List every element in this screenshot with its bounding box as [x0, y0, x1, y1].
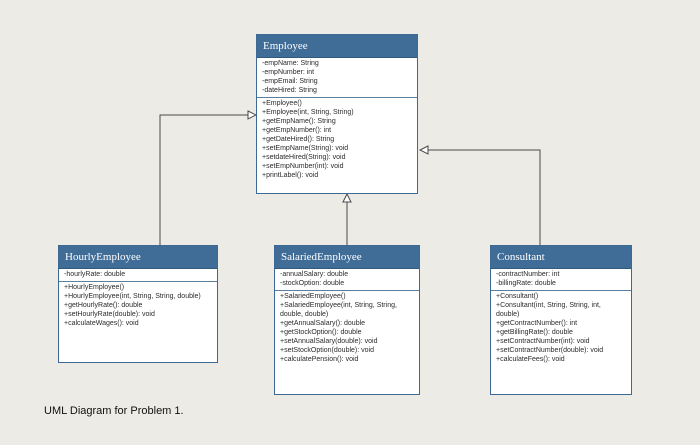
hourly-employee-field: -hourlyRate: double: [64, 271, 126, 278]
employee-method: +Employee(int, String, String): [262, 109, 354, 116]
hourly-inherits-employee-line: [159, 114, 248, 245]
employee-method: +getDateHired(): String: [262, 136, 335, 143]
hourly-employee-class-box: HourlyEmployee -hourlyRate: double +Hour…: [58, 245, 218, 363]
consultant-field: -contractNumber: int: [496, 271, 560, 278]
hourly-employee-class-name: HourlyEmployee: [59, 246, 217, 269]
consultant-inheritance-arrowhead: [418, 145, 429, 155]
consultant-field: -billingRate: double: [496, 280, 556, 287]
consultant-class-name: Consultant: [491, 246, 631, 269]
salaried-inheritance-arrowhead: [342, 192, 352, 203]
hourly-employee-method: +getHourlyRate(): double: [64, 302, 143, 309]
hourly-employee-method: +HourlyEmployee(int, String, String, dou…: [64, 293, 201, 300]
salaried-employee-field: -annualSalary: double: [280, 271, 349, 278]
salaried-employee-class-name: SalariedEmployee: [275, 246, 419, 269]
employee-method: +getEmpName(): String: [262, 118, 336, 125]
consultant-method: +getContractNumber(): int: [496, 320, 578, 327]
hourly-employee-method: +HourlyEmployee(): [64, 284, 125, 291]
salaried-employee-method: +setAnnualSalary(double): void: [280, 338, 378, 345]
salaried-employee-method: +getAnnualSalary(): double: [280, 320, 366, 327]
hourly-employee-methods: +HourlyEmployee() +HourlyEmployee(int, S…: [59, 282, 217, 330]
employee-field: -empNumber: int: [262, 69, 315, 76]
employee-fields: -empName: String -empNumber: int -empEma…: [257, 58, 417, 98]
consultant-method: +setContractNumber(int): void: [496, 338, 590, 345]
consultant-fields: -contractNumber: int -billingRate: doubl…: [491, 269, 631, 291]
salaried-employee-method: +setStockOption(double): void: [280, 347, 374, 354]
hourly-inheritance-arrowhead: [247, 110, 258, 120]
consultant-method: +getBillingRate(): double: [496, 329, 573, 336]
salaried-employee-methods: +SalariedEmployee() +SalariedEmployee(in…: [275, 291, 419, 366]
employee-methods: +Employee() +Employee(int, String, Strin…: [257, 98, 417, 182]
consultant-method: +Consultant(int, String, String, int, do…: [496, 302, 601, 318]
employee-method: +setEmpName(String): void: [262, 145, 349, 152]
employee-class-name: Employee: [257, 35, 417, 58]
hourly-employee-method: +calculateWages(): void: [64, 320, 139, 327]
employee-method: +setdateHired(String): void: [262, 154, 346, 161]
salaried-employee-method: +getStockOption(): double: [280, 329, 362, 336]
consultant-method: +Consultant(): [496, 293, 539, 300]
employee-field: -empName: String: [262, 60, 319, 67]
employee-method: +Employee(): [262, 100, 302, 107]
consultant-methods: +Consultant() +Consultant(int, String, S…: [491, 291, 631, 366]
employee-method: +setEmpNumber(int): void: [262, 163, 344, 170]
consultant-class-box: Consultant -contractNumber: int -billing…: [490, 245, 632, 395]
salaried-employee-method: +calculatePension(): void: [280, 356, 359, 363]
employee-method: +getEmpNumber(): int: [262, 127, 332, 134]
salaried-employee-method: +SalariedEmployee(): [280, 293, 346, 300]
hourly-employee-method: +setHourlyRate(double): void: [64, 311, 155, 318]
salaried-employee-fields: -annualSalary: double -stockOption: doub…: [275, 269, 419, 291]
diagram-caption: UML Diagram for Problem 1.: [44, 405, 184, 417]
consultant-method: +setContractNumber(double): void: [496, 347, 604, 354]
salaried-employee-method: +SalariedEmployee(int, String, String, d…: [280, 302, 397, 318]
hourly-employee-fields: -hourlyRate: double: [59, 269, 217, 282]
salaried-employee-field: -stockOption: double: [280, 280, 345, 287]
employee-method: +printLabel(): void: [262, 172, 319, 179]
salaried-employee-class-box: SalariedEmployee -annualSalary: double -…: [274, 245, 420, 395]
consultant-inherits-employee-line: [428, 149, 541, 245]
consultant-method: +calculateFees(): void: [496, 356, 565, 363]
employee-field: -empEmail: String: [262, 78, 318, 85]
employee-field: -dateHired: String: [262, 87, 317, 94]
employee-class-box: Employee -empName: String -empNumber: in…: [256, 34, 418, 194]
